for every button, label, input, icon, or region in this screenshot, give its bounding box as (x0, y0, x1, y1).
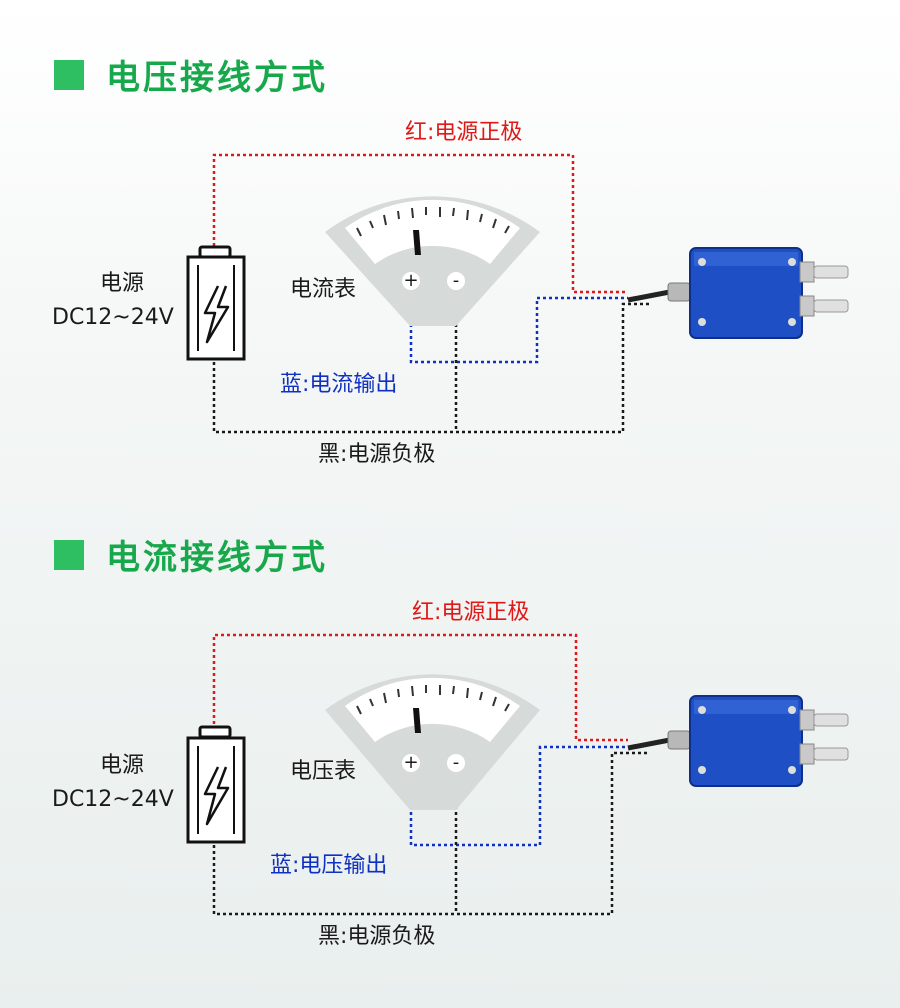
meter-icon (325, 674, 540, 810)
power-label: 电源 (99, 753, 144, 778)
transmitter-icon (627, 247, 849, 339)
section-title: 电压接线方式 (106, 58, 328, 98)
red-wire-label: 红:电源正极 (412, 600, 530, 625)
section-title: 电流接线方式 (106, 538, 328, 578)
plus-terminal-label: + (403, 270, 419, 291)
section-marker-icon (54, 59, 84, 90)
wiring-diagram (186, 633, 849, 916)
power-label: 电源 (99, 271, 144, 296)
red-wire (212, 153, 628, 294)
meter-needle (413, 708, 421, 733)
blue-wire (409, 745, 628, 847)
meter-label: 电压表 (290, 759, 357, 784)
battery-icon (186, 725, 246, 844)
wiring-diagram (186, 153, 849, 434)
plus-terminal-label: + (403, 752, 419, 773)
power-voltage-label: DC12~24V (52, 305, 174, 330)
meter-icon (325, 196, 540, 326)
red-wire-label: 红:电源正极 (405, 120, 523, 145)
meter-needle (413, 230, 421, 255)
section-header: 电流接线方式 (54, 530, 328, 579)
section-marker-icon (54, 539, 84, 570)
minus-terminal-label: - (452, 752, 460, 773)
minus-terminal-label: - (452, 270, 460, 291)
red-wire (212, 633, 628, 742)
blue-wire-label: 蓝:电流输出 (280, 372, 398, 397)
power-voltage-label: DC12~24V (52, 787, 174, 812)
current-wiring-section: 电流接线方式 (0, 480, 900, 960)
meter-label: 电流表 (290, 277, 357, 302)
voltage-wiring-section: 电压接线方式 (0, 0, 900, 480)
lightning-icon (203, 285, 230, 344)
lightning-icon (203, 766, 230, 826)
blue-wire (409, 288, 628, 364)
blue-wire-label: 蓝:电压输出 (270, 853, 388, 878)
black-wire-label: 黑:电源负极 (318, 442, 436, 467)
section-header: 电压接线方式 (54, 50, 328, 99)
battery-icon (186, 245, 246, 361)
black-wire-label: 黑:电源负极 (318, 924, 436, 949)
transmitter-icon (627, 695, 849, 787)
